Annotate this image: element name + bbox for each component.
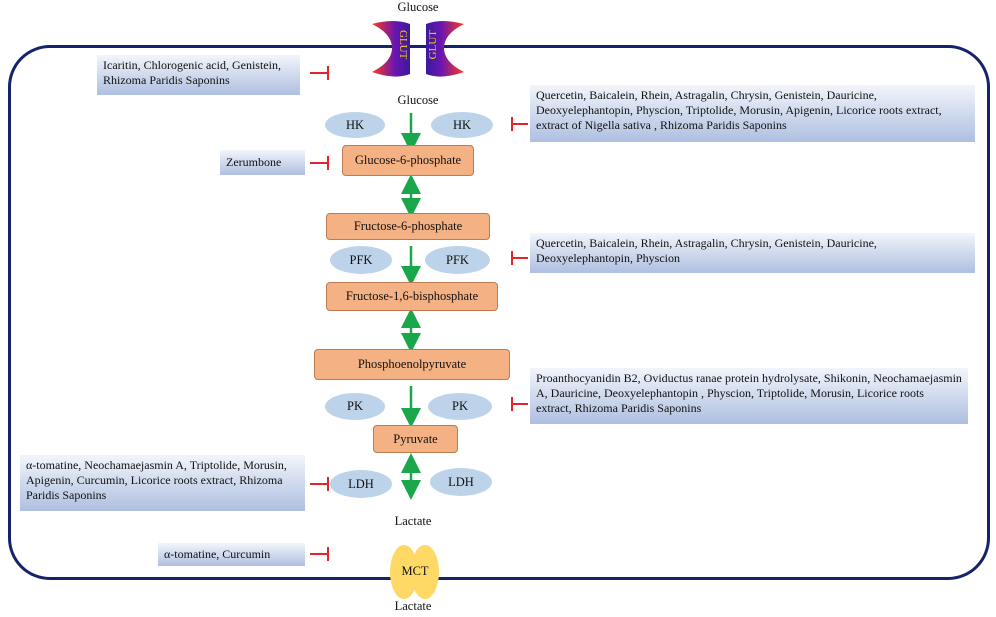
- enzyme-pk-right: PK: [428, 393, 492, 420]
- inhibitor-box-pfk: Quercetin, Baicalein, Rhein, Astragalin,…: [530, 233, 975, 273]
- metabolite-f16bp: Fructose-1,6-bisphosphate: [326, 282, 498, 311]
- metabolite-f6p: Fructose-6-phosphate: [326, 213, 490, 240]
- metabolite-pep: Phosphoenolpyruvate: [314, 349, 510, 380]
- enzyme-pfk-right: PFK: [425, 246, 490, 274]
- metabolite-pyruvate: Pyruvate: [373, 425, 458, 453]
- inhibit-g6p-icon: [310, 156, 329, 170]
- inhibitor-box-pk: Proanthocyanidin B2, Oviductus ranae pro…: [530, 368, 968, 424]
- cell-membrane: [8, 45, 990, 580]
- inhibit-ldh-icon: [310, 477, 329, 491]
- enzyme-ldh-right: LDH: [430, 468, 492, 496]
- inhibit-mct-icon: [310, 547, 329, 561]
- glut-transporter-icon: [372, 21, 464, 77]
- mct-transporter-icon-half: [411, 545, 439, 599]
- glucose-inside-label: Glucose: [397, 93, 439, 107]
- inhibit-pk-icon: [512, 403, 528, 405]
- enzyme-pk-left: PK: [325, 393, 385, 420]
- inhibitor-box-glut: Icaritin, Chlorogenic acid, Genistein, R…: [97, 55, 300, 95]
- enzyme-pfk-left: PFK: [330, 246, 392, 274]
- metabolite-g6p: Glucose-6-phosphate: [342, 145, 474, 176]
- mct-label: MCT: [401, 564, 429, 578]
- inhibitor-box-hk: Quercetin, Baicalein, Rhein, Astragalin,…: [530, 85, 975, 142]
- glucose-outside-label: Glucose: [397, 0, 439, 14]
- glut-label: GLUT: [397, 30, 409, 60]
- inhibit-pfk-icon: [512, 257, 528, 259]
- enzyme-ldh-left: LDH: [330, 470, 392, 498]
- inhibitor-box-mct: α-tomatine, Curcumin: [158, 543, 305, 566]
- inhibit-hk-icon: [512, 123, 528, 125]
- glut-label-mirror: GLUT: [427, 30, 439, 60]
- inhibit-glut-icon: [310, 66, 329, 80]
- lactate-outside-label: Lactate: [394, 599, 432, 613]
- enzyme-hk-left: HK: [325, 112, 385, 138]
- enzyme-hk-right: HK: [431, 112, 493, 138]
- inhibitor-box-g6p: Zerumbone: [220, 150, 305, 175]
- inhibitor-box-ldh: α-tomatine, Neochamaejasmin A, Triptolid…: [20, 455, 305, 511]
- lactate-inside-label: Lactate: [394, 514, 432, 528]
